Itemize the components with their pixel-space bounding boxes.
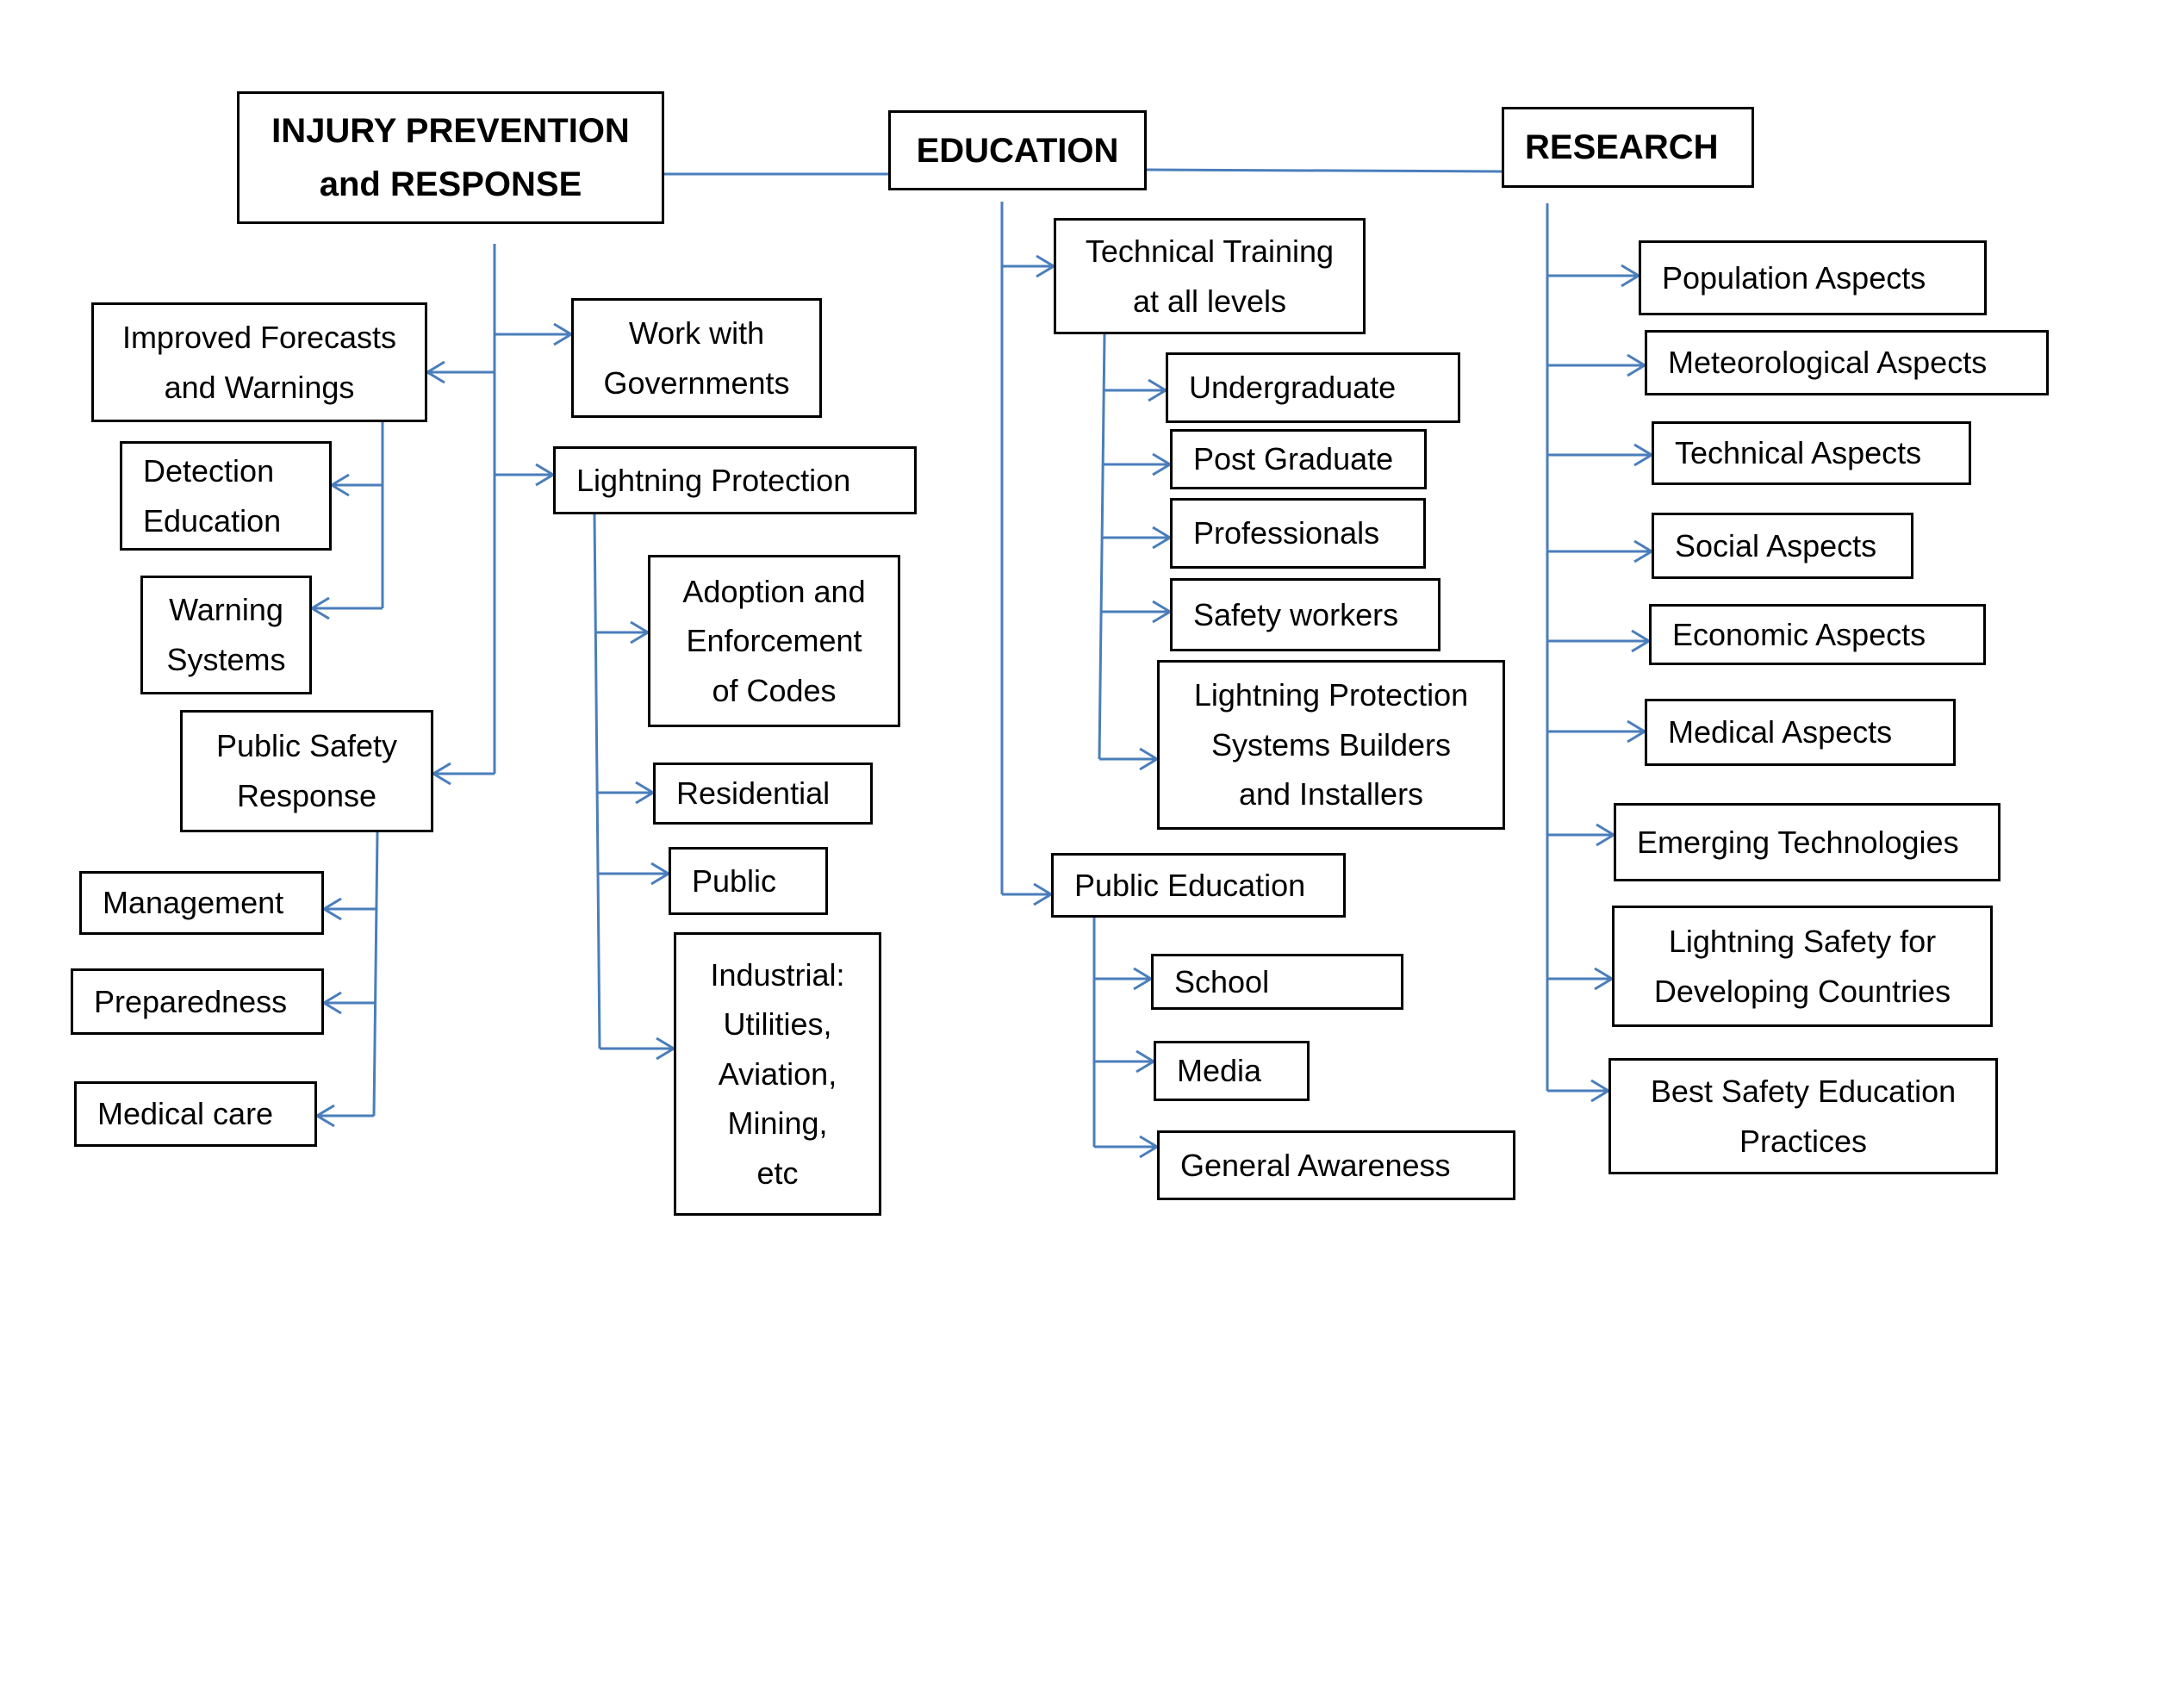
connector-arrowhead [309,596,330,620]
node-general-awareness: General Awareness [1157,1130,1515,1200]
node-technical-aspects: Technical Aspects [1652,421,1971,485]
node-emerging-technologies: Emerging Technologies [1614,803,2000,881]
node-safety-workers: Safety workers [1170,578,1440,651]
node-public: Public [669,847,828,915]
node-adoption-enforcement-codes: Adoption and Enforcement of Codes [648,555,900,727]
node-economic-aspects: Economic Aspects [1649,604,1986,665]
connector-line [1098,333,1106,760]
connector-arrowhead [425,360,445,384]
node-education: EDUCATION [888,110,1147,190]
node-population-aspects: Population Aspects [1639,240,1987,315]
node-meteorological-aspects: Meteorological Aspects [1645,330,2049,395]
node-injury-prevention-response: INJURY PREVENTION and RESPONSE [237,91,664,224]
connector-arrowhead [321,897,342,921]
node-undergraduate: Undergraduate [1166,352,1460,423]
connector-arrowhead [431,762,451,786]
node-research: RESEARCH [1502,107,1754,188]
node-professionals: Professionals [1170,498,1426,569]
node-technical-training: Technical Training at all levels [1054,218,1366,334]
connector-line [593,514,601,1049]
node-warning-systems: Warning Systems [140,576,312,694]
node-media: Media [1154,1041,1310,1101]
node-best-safety-education: Best Safety Education Practices [1608,1058,1998,1174]
node-detection-education: Detection Education [120,441,332,551]
node-lightning-protection: Lightning Protection [553,446,917,514]
connector-arrowhead [314,1104,335,1128]
node-school: School [1151,954,1403,1010]
node-post-graduate: Post Graduate [1170,429,1427,489]
node-work-with-governments: Work with Governments [571,298,822,418]
connector-line [372,831,379,1117]
node-management: Management [79,871,324,935]
node-residential: Residential [653,763,873,825]
connector-arrowhead [321,991,342,1015]
node-lp-builders-installers: Lightning Protection Systems Builders an… [1157,660,1505,830]
node-improved-forecasts: Improved Forecasts and Warnings [91,302,427,422]
connector-arrowhead [329,473,350,497]
node-public-education: Public Education [1051,853,1346,918]
node-social-aspects: Social Aspects [1652,513,1913,579]
node-public-safety-response: Public Safety Response [180,710,433,832]
node-industrial: Industrial: Utilities, Aviation, Mining,… [674,932,881,1216]
node-lightning-safety-developing: Lightning Safety for Developing Countrie… [1612,906,1993,1027]
node-preparedness: Preparedness [71,968,324,1035]
node-medical-care: Medical care [74,1081,317,1147]
node-medical-aspects: Medical Aspects [1645,699,1956,766]
connector-line [1146,168,1503,173]
